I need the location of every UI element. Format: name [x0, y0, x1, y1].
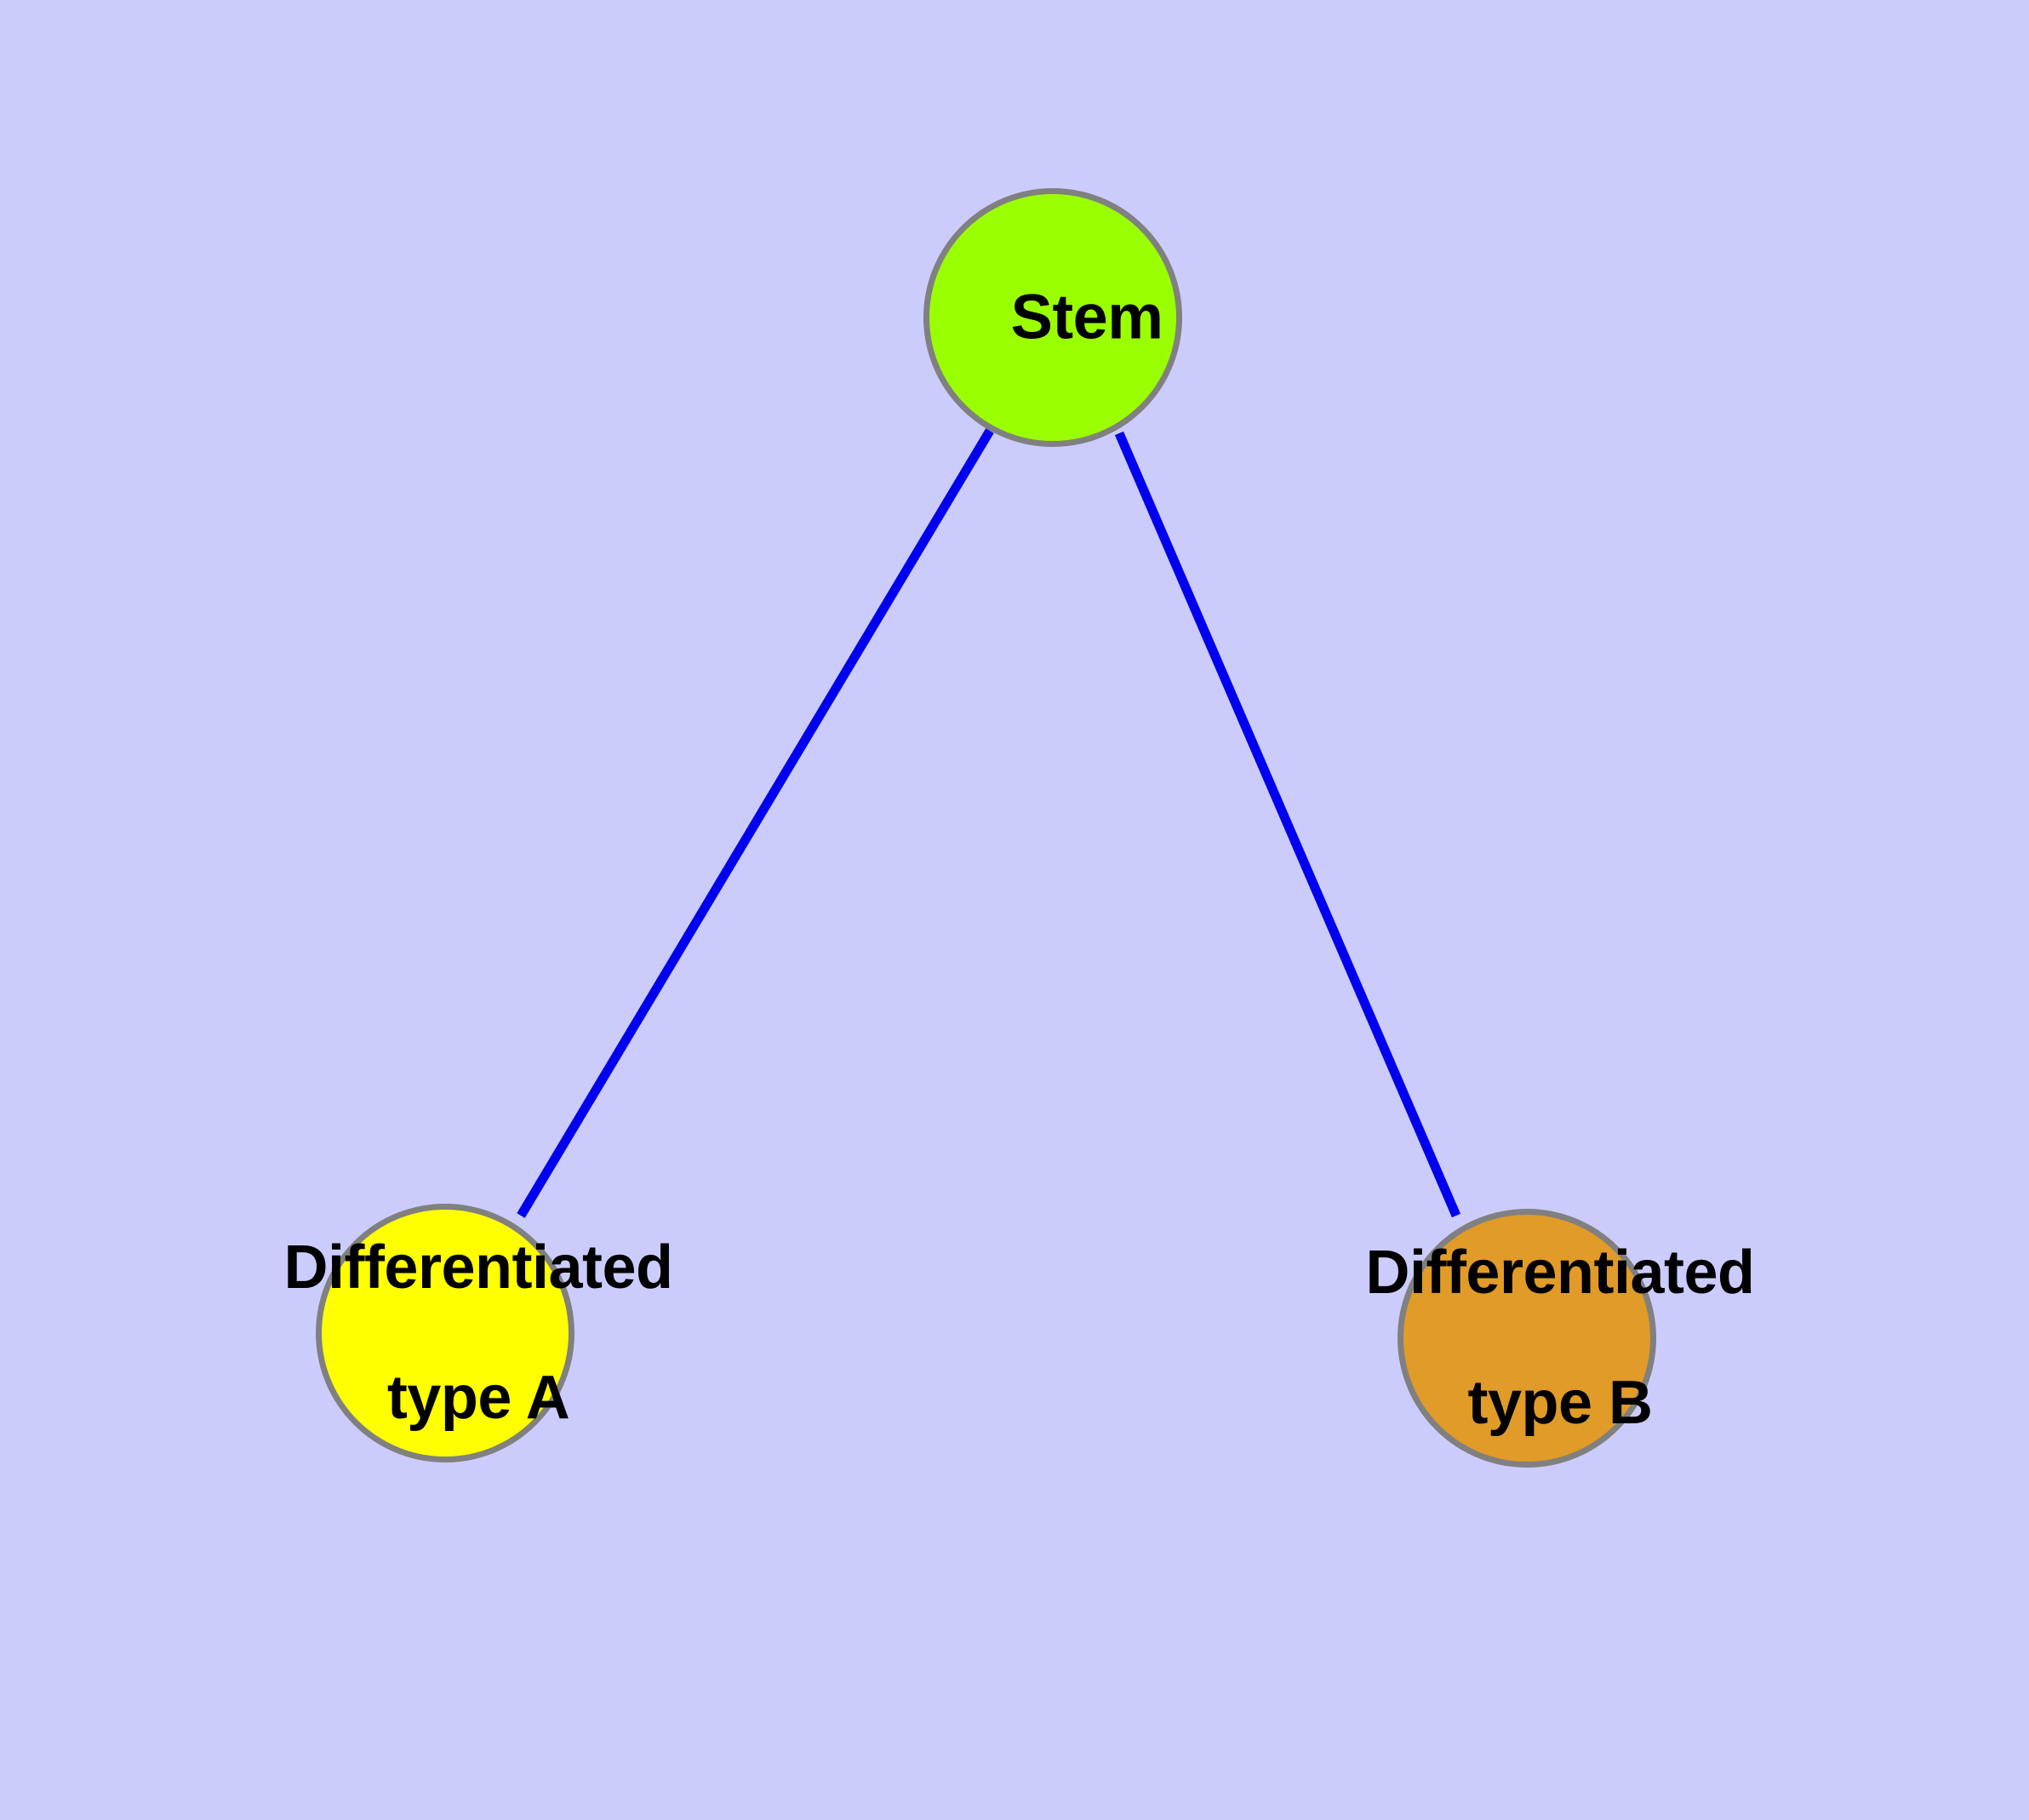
- edges-layer: [517, 428, 1461, 1218]
- nodes-layer: [316, 188, 1656, 1468]
- node-circle-stem[interactable]: [923, 188, 1182, 447]
- edge-stem-to-b: [1114, 431, 1461, 1218]
- node-circle-diff_b[interactable]: [1397, 1209, 1656, 1468]
- edge-stem-to-a: [517, 428, 994, 1218]
- node-circle-diff_a[interactable]: [316, 1204, 574, 1462]
